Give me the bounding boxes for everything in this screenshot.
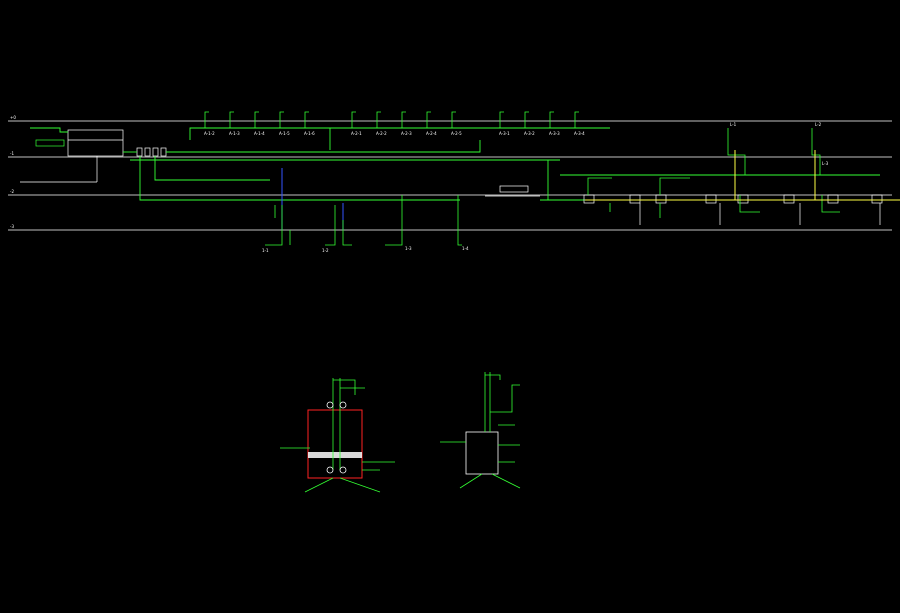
branch-label: A-2-2 [376, 131, 387, 136]
right-labels: L-1 L-2 L-3 [730, 122, 829, 166]
right-pipes [587, 128, 840, 218]
branch-label: A-2-5 [451, 131, 462, 136]
floor-lines [8, 120, 892, 231]
branch-labels-group1: A-1-2 A-1-3 A-1-4 A-1-5 A-1-6 [204, 131, 315, 136]
pump-units [136, 147, 167, 157]
right-section [583, 194, 883, 225]
right-label: L-1 [730, 122, 737, 127]
right-label: L-2 [815, 122, 822, 127]
branch-label: A-3-1 [499, 131, 510, 136]
lower-label: 1-3 [405, 246, 412, 251]
branch-risers-group3 [499, 111, 579, 128]
tank-outline [307, 409, 363, 479]
branch-risers-group2 [351, 111, 456, 128]
floor-mark: -3 [10, 224, 14, 229]
yellow-risers [585, 150, 900, 201]
floor-marks: +0 -1 -2 -3 [10, 115, 16, 229]
branch-label: A-1-5 [279, 131, 290, 136]
branch-label: A-3-3 [549, 131, 560, 136]
branch-label: A-3-2 [524, 131, 535, 136]
tank-detail-2 [440, 372, 521, 489]
branch-label: A-2-3 [401, 131, 412, 136]
branch-label: A-1-3 [229, 131, 240, 136]
branch-labels-group3: A-3-1 A-3-2 A-3-3 A-3-4 [499, 131, 585, 136]
branch-risers-group1 [204, 111, 309, 128]
branch-labels-group2: A-2-1 A-2-2 A-2-3 A-2-4 A-2-5 [351, 131, 462, 136]
main-pipes [30, 127, 900, 201]
lower-label: 1-1 [262, 248, 269, 253]
floor-mark: -1 [10, 151, 14, 156]
branch-label: A-3-4 [574, 131, 585, 136]
tank-outline [465, 431, 499, 475]
floor-mark: -2 [10, 189, 14, 194]
blue-riser [281, 168, 344, 230]
tank-band [308, 452, 362, 458]
tank-detail-1 [280, 378, 395, 493]
right-label: L-3 [822, 161, 829, 166]
branch-label: A-1-4 [254, 131, 265, 136]
branch-label: A-1-2 [204, 131, 215, 136]
branch-label: A-1-6 [304, 131, 315, 136]
lower-label: 1-4 [462, 246, 469, 251]
branch-label: A-2-1 [351, 131, 362, 136]
equipment-box-left [20, 129, 124, 183]
floor-mark: +0 [10, 115, 16, 120]
lower-risers [265, 195, 462, 246]
lower-labels: 1-1 1-2 1-3 1-4 [262, 246, 469, 253]
branch-label: A-2-4 [426, 131, 437, 136]
lower-label: 1-2 [322, 248, 329, 253]
valve-assembly [485, 185, 540, 197]
